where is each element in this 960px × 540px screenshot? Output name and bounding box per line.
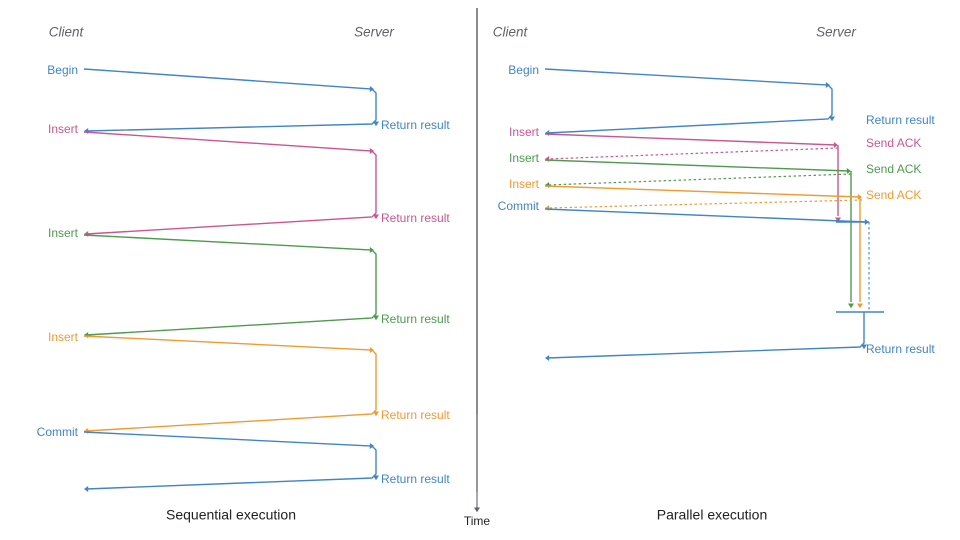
- server-message-label-2: Send ACK: [866, 162, 921, 176]
- panel-caption-sequential: Sequential execution: [166, 507, 296, 523]
- flow-insert3-ack-return: [546, 199, 863, 209]
- time-axis-label: Time: [464, 514, 491, 528]
- flow-insert2-request-response: [83, 234, 377, 336]
- server-message-label-0: Return result: [381, 118, 450, 132]
- client-message-label-1: Insert: [509, 125, 540, 139]
- arrowhead-commit-request-response-1: [373, 475, 379, 481]
- client-message-label-3: Insert: [48, 330, 79, 344]
- server-message-label-3: Send ACK: [866, 188, 921, 202]
- arrowhead-insert1-request-response-0: [369, 148, 374, 154]
- lane-header-server: Server: [354, 25, 394, 40]
- flow-insert2-ack-return: [546, 173, 852, 186]
- arrowhead-commit-request-response-0: [369, 443, 374, 449]
- arrowhead-begin-request-response-1: [373, 121, 379, 127]
- arrowhead-insert2-ack-return-0: [545, 182, 550, 188]
- lane-header-client: Client: [493, 25, 529, 40]
- flow-begin-request-response: [83, 68, 377, 132]
- client-message-label-4: Commit: [37, 425, 79, 439]
- arrowhead-begin-request-response-0: [369, 86, 374, 92]
- flow-insert3-request-response: [83, 335, 377, 432]
- arrowhead-insert1-server-hold-0: [835, 217, 841, 223]
- arrowhead-insert1-request-response-2: [84, 231, 89, 237]
- arrowhead-insert3-request-response-2: [84, 428, 89, 434]
- time-axis-group: Time: [464, 8, 491, 528]
- client-message-label-0: Begin: [508, 63, 539, 77]
- client-message-label-2: Insert: [509, 151, 540, 165]
- arrowhead-insert3-ack-return-0: [545, 205, 550, 211]
- arrowhead-begin-request-response-2: [545, 130, 550, 136]
- client-message-label-1: Insert: [48, 122, 79, 136]
- arrowhead-insert2-request-0: [846, 168, 851, 174]
- server-message-label-0: Return result: [866, 113, 935, 127]
- client-message-label-0: Begin: [47, 63, 78, 77]
- arrowhead-insert1-request-0: [833, 142, 838, 148]
- panel-caption-parallel: Parallel execution: [657, 507, 768, 523]
- flow-insert3-request: [544, 185, 861, 198]
- arrowhead-begin-request-response-2: [84, 128, 89, 134]
- arrowhead-begin-request-response-1: [829, 116, 835, 122]
- flow-insert2-request: [544, 159, 850, 172]
- arrowhead-insert3-request-response-1: [373, 411, 379, 417]
- time-axis-arrow-icon: [474, 507, 480, 513]
- arrowhead-insert2-request-response-2: [84, 332, 89, 338]
- arrowhead-insert2-server-hold-0: [848, 303, 854, 309]
- flow-commit-request: [544, 208, 868, 223]
- flow-insert1-request: [544, 133, 837, 146]
- flow-commit-request-response: [83, 431, 377, 490]
- server-message-label-1: Return result: [381, 211, 450, 225]
- server-message-label-2: Return result: [381, 312, 450, 326]
- client-message-label-3: Insert: [509, 177, 540, 191]
- arrowhead-insert3-server-hold-0: [857, 303, 863, 309]
- flow-commit-response: [546, 312, 865, 359]
- flow-begin-request-response: [544, 68, 833, 134]
- arrowhead-commit-request-response-2: [84, 486, 89, 492]
- arrowhead-commit-response-1: [545, 355, 550, 361]
- arrowhead-insert1-ack-return-0: [545, 156, 550, 162]
- arrowhead-insert2-request-response-0: [369, 247, 374, 253]
- flow-insert1-ack-return: [546, 147, 839, 160]
- server-message-label-4: Return result: [866, 342, 935, 356]
- server-message-label-1: Send ACK: [866, 136, 921, 150]
- lane-header-server: Server: [816, 25, 856, 40]
- server-message-label-4: Return result: [381, 472, 450, 486]
- lane-header-client: Client: [49, 25, 85, 40]
- arrowhead-insert3-request-response-0: [369, 347, 374, 353]
- server-message-label-3: Return result: [381, 408, 450, 422]
- arrowhead-insert2-request-response-1: [373, 315, 379, 321]
- client-message-label-4: Commit: [498, 199, 540, 213]
- arrowhead-commit-response-0: [861, 344, 867, 350]
- arrowhead-insert1-request-response-1: [373, 214, 379, 220]
- flow-insert1-request-response: [83, 131, 377, 235]
- arrowhead-begin-request-response-0: [825, 82, 830, 88]
- client-message-label-2: Insert: [48, 226, 79, 240]
